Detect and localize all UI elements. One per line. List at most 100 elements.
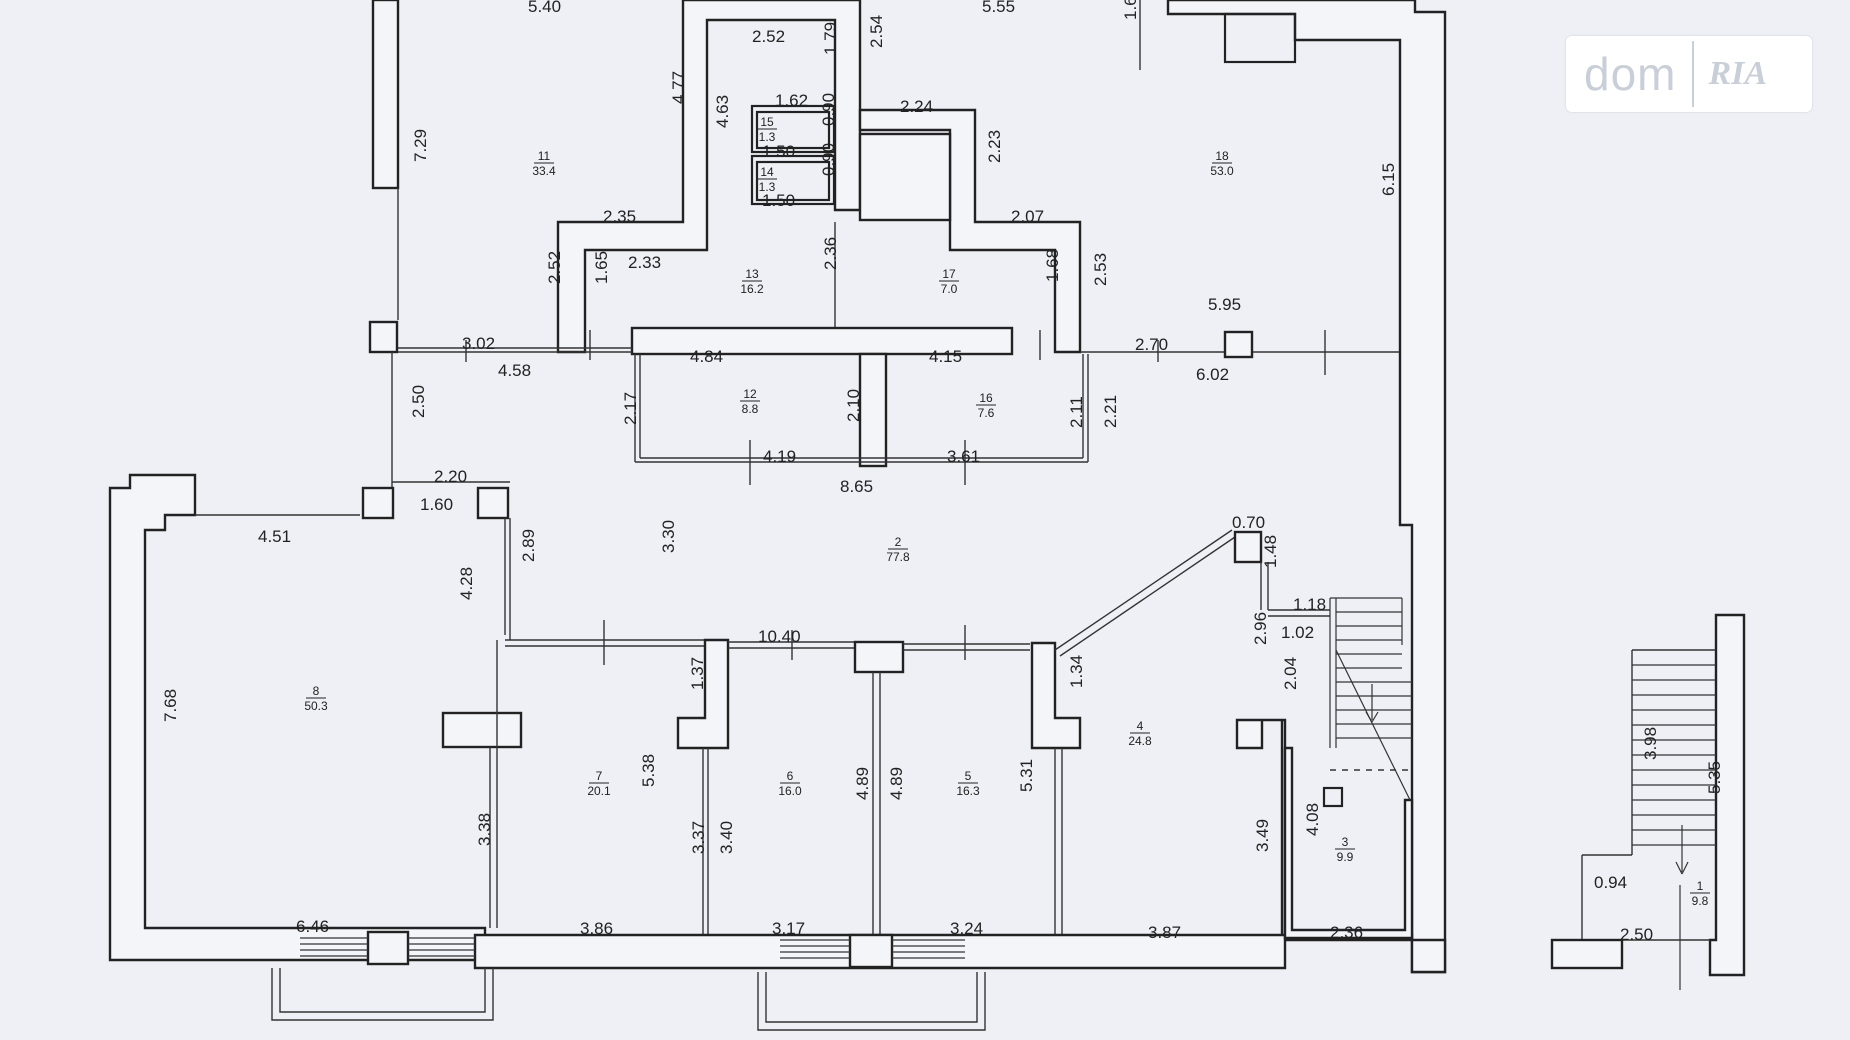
dimension-label: 4.89 bbox=[853, 767, 872, 800]
dimension-label: 6.02 bbox=[1196, 365, 1229, 384]
dimension-label: 1.34 bbox=[1067, 655, 1086, 688]
dimension-label: 1.37 bbox=[688, 657, 707, 690]
dimension-label: 2.53 bbox=[1091, 253, 1110, 286]
dimension-label: 3.98 bbox=[1641, 727, 1660, 760]
dimension-label: 3.61 bbox=[947, 447, 980, 466]
dimension-label: 2.10 bbox=[844, 389, 863, 422]
dimension-label: 2.07 bbox=[1011, 207, 1044, 226]
room-area: 33.4 bbox=[532, 164, 556, 178]
room-label: 177.0 bbox=[939, 267, 959, 296]
pier-7 bbox=[676, 638, 730, 750]
dimension-label: 5.95 bbox=[1208, 295, 1241, 314]
dimension-label: 2.50 bbox=[1620, 925, 1653, 944]
dimension-label: 6.15 bbox=[1379, 163, 1398, 196]
room-area: 1.3 bbox=[759, 180, 776, 194]
dimension-label: 2.21 bbox=[1101, 395, 1120, 428]
dimension-label: 2.20 bbox=[434, 467, 467, 486]
dimension-label: 0.94 bbox=[1594, 873, 1627, 892]
dimension-label: 0.90 bbox=[819, 93, 838, 126]
closet-15 bbox=[750, 104, 836, 154]
room-area: 7.6 bbox=[978, 406, 995, 420]
wall-12-16 bbox=[858, 352, 888, 468]
dimension-label: 1.48 bbox=[1261, 535, 1280, 568]
dimension-label: 1.18 bbox=[1293, 595, 1326, 614]
dimension-label: 1.62 bbox=[775, 91, 808, 110]
room-number: 16 bbox=[979, 391, 993, 405]
beam bbox=[630, 326, 1014, 356]
dimension-label: 2.89 bbox=[519, 529, 538, 562]
room-area: 20.1 bbox=[587, 784, 611, 798]
wall-17 bbox=[858, 108, 1082, 354]
column-4 bbox=[476, 486, 510, 520]
logo-separator bbox=[1692, 41, 1695, 107]
dimension-label: 3.87 bbox=[1148, 923, 1181, 942]
room-area: 77.8 bbox=[886, 550, 910, 564]
room-area: 16.2 bbox=[740, 282, 764, 296]
dimension-label: 0.70 bbox=[1232, 513, 1265, 532]
pier-4 bbox=[1235, 718, 1287, 940]
window-1-lines bbox=[300, 937, 965, 959]
porch-1-b bbox=[279, 968, 486, 1013]
dimension-label: 2.52 bbox=[545, 251, 564, 284]
dimension-label: 2.70 bbox=[1135, 335, 1168, 354]
dimension-label: 4.89 bbox=[887, 767, 906, 800]
dimension-label: 4.58 bbox=[498, 361, 531, 380]
stair-top bbox=[1223, 12, 1297, 64]
dimension-label: 7.68 bbox=[161, 689, 180, 722]
dimension-label: 3.02 bbox=[462, 334, 495, 353]
small-column bbox=[1322, 786, 1344, 808]
dimension-label: 3.38 bbox=[475, 813, 494, 846]
dimension-label: 2.36 bbox=[821, 237, 840, 270]
room-number: 7 bbox=[596, 769, 603, 783]
room-area: 8.8 bbox=[742, 402, 759, 416]
dimension-label: 2.33 bbox=[628, 253, 661, 272]
dimension-label: 3.17 bbox=[772, 919, 805, 938]
column-3 bbox=[361, 486, 395, 520]
watermark-logo: dom RIA bbox=[1566, 36, 1812, 112]
room-number: 1 bbox=[1697, 879, 1704, 893]
dimension-label: 1.62 bbox=[1121, 0, 1140, 20]
dimension-label: 4.28 bbox=[457, 567, 476, 600]
dimension-label: 5.40 bbox=[528, 0, 561, 16]
dimension-label: 0.90 bbox=[819, 143, 838, 176]
closet-14 bbox=[750, 154, 836, 206]
room-area: 50.3 bbox=[304, 699, 328, 713]
dimension-label: 7.29 bbox=[411, 129, 430, 162]
room-number: 6 bbox=[787, 769, 794, 783]
room-area: 9.8 bbox=[1692, 894, 1709, 908]
room-label: 277.8 bbox=[886, 535, 910, 564]
room-label: 151.3 bbox=[757, 115, 777, 144]
logo-dom: dom bbox=[1584, 48, 1677, 100]
dimension-label: 10.40 bbox=[758, 627, 801, 646]
closet-14-inner bbox=[755, 160, 831, 202]
dimension-label: 1.68 bbox=[1043, 249, 1062, 282]
dimension-label: 5.31 bbox=[1017, 759, 1036, 792]
dimension-label: 3.49 bbox=[1253, 819, 1272, 852]
room-label: 167.6 bbox=[976, 391, 996, 420]
room-area: 9.9 bbox=[1337, 850, 1354, 864]
dimension-label: 2.04 bbox=[1281, 657, 1300, 690]
dimension-label: 4.84 bbox=[690, 347, 723, 366]
dimension-label: 4.08 bbox=[1303, 803, 1322, 836]
dimension-label: 3.40 bbox=[717, 821, 736, 854]
room-area: 1.3 bbox=[759, 130, 776, 144]
dimension-label: 2.23 bbox=[985, 130, 1004, 163]
pillar-8 bbox=[441, 711, 523, 749]
dimension-label: 2.17 bbox=[621, 392, 640, 425]
dimension-label: 5.55 bbox=[982, 0, 1015, 16]
wall-4-diagonal-b bbox=[1059, 536, 1236, 657]
dimension-label: 1.02 bbox=[1281, 623, 1314, 642]
dimension-label: 4.51 bbox=[258, 527, 291, 546]
dimension-label: 6.46 bbox=[296, 917, 329, 936]
porch-1 bbox=[271, 968, 494, 1021]
porch-2 bbox=[757, 972, 986, 1031]
dimension-label: 1.50 bbox=[762, 142, 795, 161]
room-label: 39.9 bbox=[1335, 835, 1355, 864]
room-label: 720.1 bbox=[587, 769, 611, 798]
dimension-label: 2.54 bbox=[867, 15, 886, 48]
